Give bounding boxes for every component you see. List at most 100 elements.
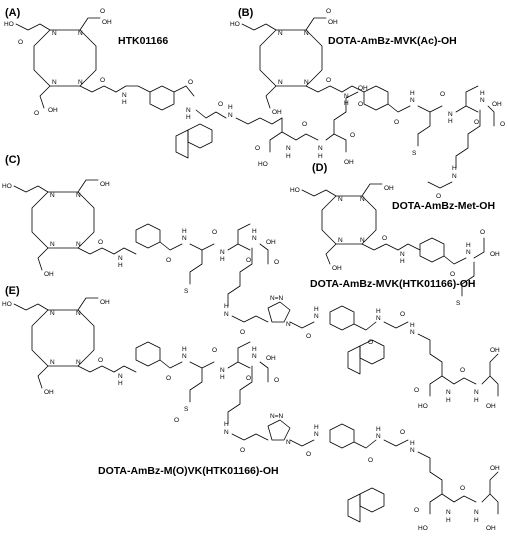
panel-e-o10: O [306,451,311,458]
panel-e-h4: H [252,346,257,353]
panel-a-nh3: N [228,112,233,119]
panel-e-o7: O [246,375,251,382]
panel-d-compound-name: DOTA-AmBz-Met-OH [392,200,495,212]
panel-c-oh5: HO [418,403,428,410]
panel-c-nh10: N [474,389,479,396]
panel-e-n1: N [50,310,55,317]
panel-d-dota-cage: N N N N OH HO OH O [290,183,399,272]
panel-a-oh5: OH [358,85,368,92]
panel-a-o7: O [255,145,260,152]
panel-b-oh4: OH [492,101,502,108]
panel-d-oh3: OH [332,265,342,272]
panel-c-h1: H [118,262,123,269]
panel-e-o9: O [240,447,245,454]
panel-a-o10: O [350,132,355,139]
panel-a-h3: H [228,104,233,111]
panel-e-nh10: N [474,509,479,516]
panel-c-o5: O [166,257,171,264]
panel-d-h1: H [400,258,405,265]
panel-e: (E) N N N N OH HO OH O N H O N H [2,285,500,532]
panel-d-n2: N [360,196,365,203]
panel-a-n4: N [78,79,83,86]
panel-a-o1: O [100,8,105,15]
panel-c-o12: O [400,311,405,318]
panel-a-oh2: HO [4,21,14,28]
panel-a-oh4: HO [258,161,268,168]
panel-c-nh1: N [118,255,123,262]
panel-e-oh1: OH [100,299,110,306]
panel-c-o10: O [306,333,311,340]
panel-a-linker: N H O N H [115,79,195,121]
panel-d-o5: O [450,271,455,278]
panel-e-o4: O [98,357,103,364]
panel-c-o14: O [460,367,465,374]
panel-e-o5: O [166,375,171,382]
panel-b-oh2: HO [230,21,240,28]
panel-b-h4: H [480,90,485,97]
panel-d-oh2: HO [290,187,300,194]
panel-c-dota-cage: N N N N OH HO OH O [2,179,115,278]
panel-e-s1: S [184,406,189,413]
panel-d: (D) DOTA-AmBz-Met-OH N N N N OH HO OH O … [290,162,500,307]
panel-b-compound-name: DOTA-AmBz-MVK(Ac)-OH [328,35,457,47]
panel-c-o8: O [274,259,279,266]
panel-e-nh3: N [220,367,225,374]
panel-a-h4: H [286,153,291,160]
panel-b: (B) DOTA-AmBz-MVK(Ac)-OH N N N N O OH HO… [230,7,505,200]
panel-c-n3: N [50,241,55,248]
panel-b-o4: O [326,77,331,84]
panel-e-oh3: OH [44,389,54,396]
panel-e-o11: O [368,457,373,464]
panel-a-oh3: OH [48,107,58,114]
panel-a-nh5: N [318,145,323,152]
panel-e-n4: N [76,359,81,366]
panel-c-h9: H [446,397,451,404]
panel-e-h5: H [224,421,229,428]
panel-c-n1: N [50,192,55,199]
panel-a-o3: O [34,110,39,117]
panel-d-n1: N [338,196,343,203]
panel-c-nh6: N [314,313,319,320]
panel-e-nh2: N [182,353,187,360]
panel-a-h2: H [186,114,191,121]
panel-c-h10: H [474,397,479,404]
panel-c-h7: H [376,308,381,315]
panel-c-s1: S [184,288,189,295]
panel-e-o14: O [460,485,465,492]
panel-b-o7: O [474,119,479,126]
panel-a-dota-cage: N N N N O OH O HO O OH O [4,8,117,117]
panel-a-o4: O [100,77,105,84]
panel-c-triazole-n: N [286,321,291,328]
panel-c-nh3: N [220,249,225,256]
panel-e-oh7: OH [486,525,496,532]
panel-e-nh7: N [376,433,381,440]
panel-e-dota-cage: N N N N OH HO OH O [2,297,115,396]
panel-c-nh9: N [446,389,451,396]
panel-a-o5: O [188,79,193,86]
panel-d-benzamide-met: N H O N H O OH S [397,229,500,307]
panel-e-oh4: OH [266,355,276,362]
panel-b-h2: H [410,90,415,97]
panel-a-oh1: OH [102,19,112,26]
panel-c-o4: O [98,239,103,246]
panel-b-o1: O [326,8,331,15]
panel-c-oh3: OH [44,271,54,278]
panel-c-o7: O [246,257,251,264]
panel-e-h10: H [474,517,479,524]
panel-d-n3: N [338,237,343,244]
panel-d-o4: O [382,235,387,242]
panel-b-s1: S [412,150,417,157]
panel-e-nh5: N [224,429,229,436]
panel-b-n4: N [304,79,309,86]
panel-c-h5: H [224,303,229,310]
panel-b-dota-cage: N N N N O OH HO OH O [230,8,343,116]
panel-e-o6: O [212,347,217,354]
panel-b-h3: H [448,118,453,125]
panel-a-n3: N [52,79,57,86]
panel-c-o11: O [368,339,373,346]
panel-c-compound-name: DOTA-AmBz-MVK(HTK01166)-OH [310,278,475,290]
panel-d-letter: (D) [312,162,328,174]
panel-a-o6: O [218,101,223,108]
panel-e-h8: H [410,440,415,447]
